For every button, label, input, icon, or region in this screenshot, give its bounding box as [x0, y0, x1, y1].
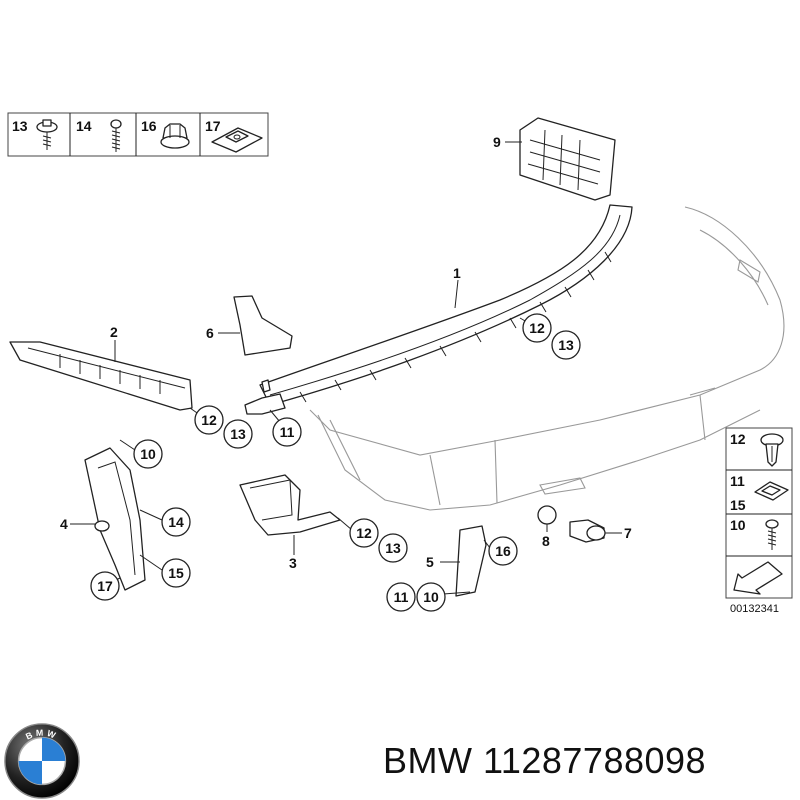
callout-b12: 12 [201, 412, 217, 428]
part-4-bracket [84, 447, 146, 591]
callout-f10: 10 [423, 589, 439, 605]
legend-num-13: 13 [12, 118, 28, 134]
part-1-carrier [244, 204, 633, 415]
callout-f16: 16 [495, 543, 511, 559]
callout-7: 7 [624, 525, 632, 541]
bmw-logo-icon: BMW [4, 723, 80, 799]
logo-letters: BMW [24, 727, 57, 741]
callout-b11: 11 [280, 424, 295, 440]
callout-d10: 10 [140, 446, 156, 462]
nut-icon [160, 123, 190, 149]
svg-text:BMW: BMW [24, 727, 60, 741]
callout-e12: 12 [356, 525, 372, 541]
callout-1: 1 [453, 265, 461, 281]
legend-num-12: 12 [730, 431, 746, 447]
part-number: 11287788098 [483, 740, 707, 781]
part-7-sensor-icon [569, 519, 606, 543]
callout-2: 2 [110, 324, 118, 340]
expanding-rivet-icon [760, 433, 784, 467]
legend-num-14: 14 [76, 118, 92, 134]
brand-name: BMW [383, 740, 473, 781]
callout-6: 6 [206, 325, 214, 341]
drawing-number: 00132341 [730, 603, 779, 615]
part-5-bracket [455, 525, 487, 597]
callouts: 1 2 3 4 5 6 7 8 9 12 13 12 13 11 10 14 1… [60, 134, 632, 612]
brand-part-number: BMW 11287788098 [383, 740, 706, 782]
part-8-ring-icon [537, 505, 557, 525]
legend-num-10: 10 [730, 517, 746, 533]
clip-icon [754, 481, 789, 501]
part-6-cover [233, 295, 293, 356]
callout-8: 8 [542, 533, 550, 549]
arrow-icon [733, 561, 783, 595]
legend-num-11: 11 [730, 473, 745, 489]
legend-num-16: 16 [141, 118, 157, 134]
legend-side: 12 11 15 10 [725, 427, 793, 599]
part-2-bracket [9, 341, 193, 411]
flange-screw-icon [36, 119, 58, 150]
callout-d17: 17 [97, 578, 113, 594]
callout-3: 3 [289, 555, 297, 571]
callout-d14: 14 [168, 514, 184, 530]
callout-b13: 13 [230, 426, 246, 442]
clip-nut-icon [211, 127, 263, 153]
legend-num-15: 15 [730, 497, 746, 513]
callout-4: 4 [60, 516, 68, 532]
legend-top: 13 14 16 17 [7, 112, 269, 157]
callout-d15: 15 [168, 565, 184, 581]
callout-f11: 11 [394, 589, 409, 605]
bumper-outline [309, 206, 785, 511]
callout-e13: 13 [385, 540, 401, 556]
callout-5: 5 [426, 554, 434, 570]
callout-a13: 13 [558, 337, 574, 353]
screw-icon [765, 519, 779, 550]
callout-a12: 12 [529, 320, 545, 336]
part-3-bracket [239, 474, 341, 536]
part-9-grille-icon [519, 117, 616, 201]
screw-icon [110, 119, 122, 152]
callout-9: 9 [493, 134, 501, 150]
legend-num-17: 17 [205, 118, 221, 134]
